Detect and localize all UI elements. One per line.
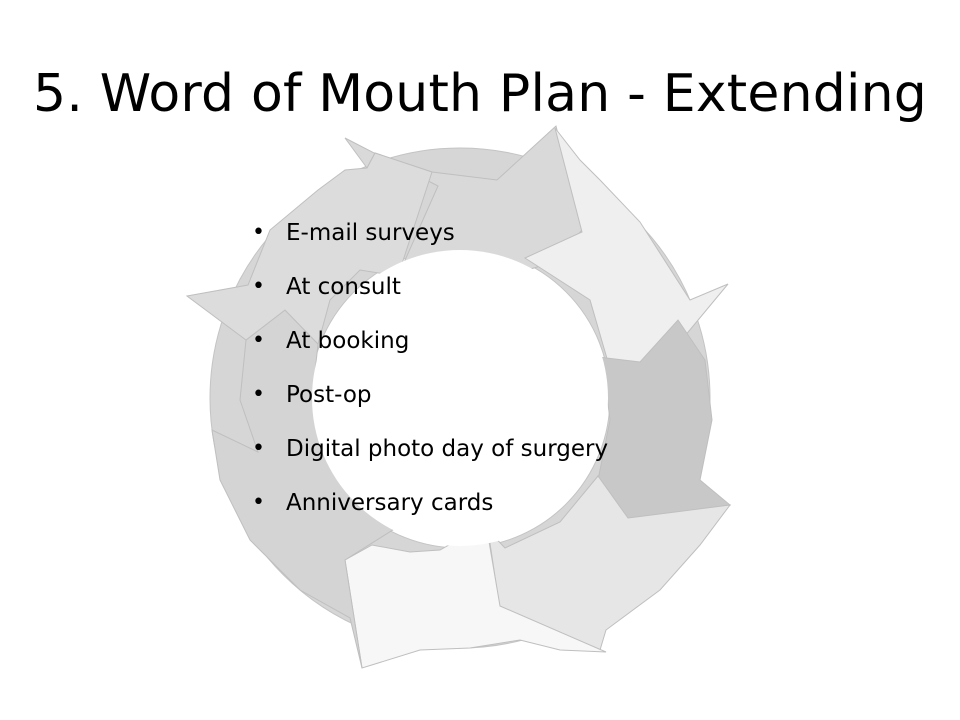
list-item: • At booking (248, 314, 608, 368)
list-item: • E-mail surveys (248, 206, 608, 260)
list-item: • Digital photo day of surgery (248, 422, 608, 476)
bullet-list: • E-mail surveys • At consult • At booki… (248, 206, 608, 530)
bullet-icon: • (252, 274, 265, 299)
slide-title: 5. Word of Mouth Plan - Extending (33, 64, 927, 124)
list-item-text: E-mail surveys (286, 220, 455, 246)
list-item-text: At booking (286, 328, 410, 354)
bullet-icon: • (252, 436, 265, 461)
list-item: • At consult (248, 260, 608, 314)
ring-center (312, 250, 608, 546)
bullet-icon: • (252, 220, 265, 245)
list-item-text: Digital photo day of surgery (286, 436, 609, 462)
arrow-segment-left (185, 152, 433, 345)
list-item-text: Anniversary cards (286, 490, 494, 516)
list-item: • Post-op (248, 368, 608, 422)
bullet-icon: • (252, 382, 265, 407)
list-item: • Anniversary cards (248, 476, 608, 530)
list-item-text: At consult (286, 274, 401, 300)
list-item-text: Post-op (286, 382, 372, 408)
bullet-icon: • (252, 490, 265, 515)
bullet-icon: • (252, 328, 265, 353)
